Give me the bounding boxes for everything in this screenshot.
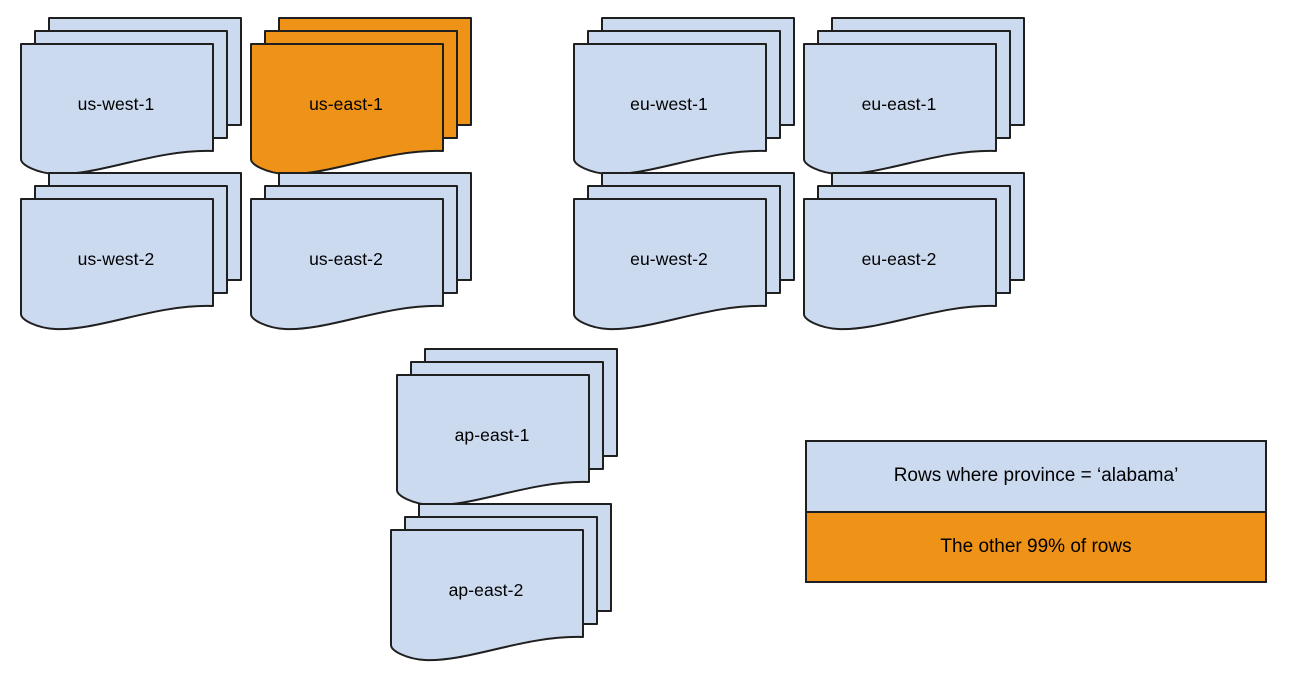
region-stack-eu-west-1[interactable]: eu-west-1 (573, 17, 808, 182)
document-front-sheet (396, 374, 590, 507)
region-stack-eu-east-1[interactable]: eu-east-1 (803, 17, 1038, 182)
legend-item-orange: The other 99% of rows (807, 512, 1265, 581)
region-stack-us-east-2[interactable]: us-east-2 (250, 172, 485, 337)
region-stack-ap-east-2[interactable]: ap-east-2 (390, 503, 625, 668)
legend: Rows where province = ‘alabama’ The othe… (805, 440, 1267, 583)
document-front-sheet (573, 198, 767, 331)
document-front-sheet (803, 198, 997, 331)
document-front-sheet (390, 529, 584, 662)
region-stack-us-west-2[interactable]: us-west-2 (20, 172, 255, 337)
region-stack-us-east-1[interactable]: us-east-1 (250, 17, 485, 182)
document-front-sheet (250, 43, 444, 176)
document-front-sheet (250, 198, 444, 331)
region-stack-eu-west-2[interactable]: eu-west-2 (573, 172, 808, 337)
legend-label-blue: Rows where province = ‘alabama’ (893, 465, 1179, 487)
region-stack-eu-east-2[interactable]: eu-east-2 (803, 172, 1038, 337)
region-stack-ap-east-1[interactable]: ap-east-1 (396, 348, 631, 513)
legend-label-orange: The other 99% of rows (940, 535, 1132, 557)
legend-item-blue: Rows where province = ‘alabama’ (807, 442, 1265, 513)
document-front-sheet (803, 43, 997, 176)
region-stack-us-west-1[interactable]: us-west-1 (20, 17, 255, 182)
document-front-sheet (20, 198, 214, 331)
document-front-sheet (573, 43, 767, 176)
document-front-sheet (20, 43, 214, 176)
